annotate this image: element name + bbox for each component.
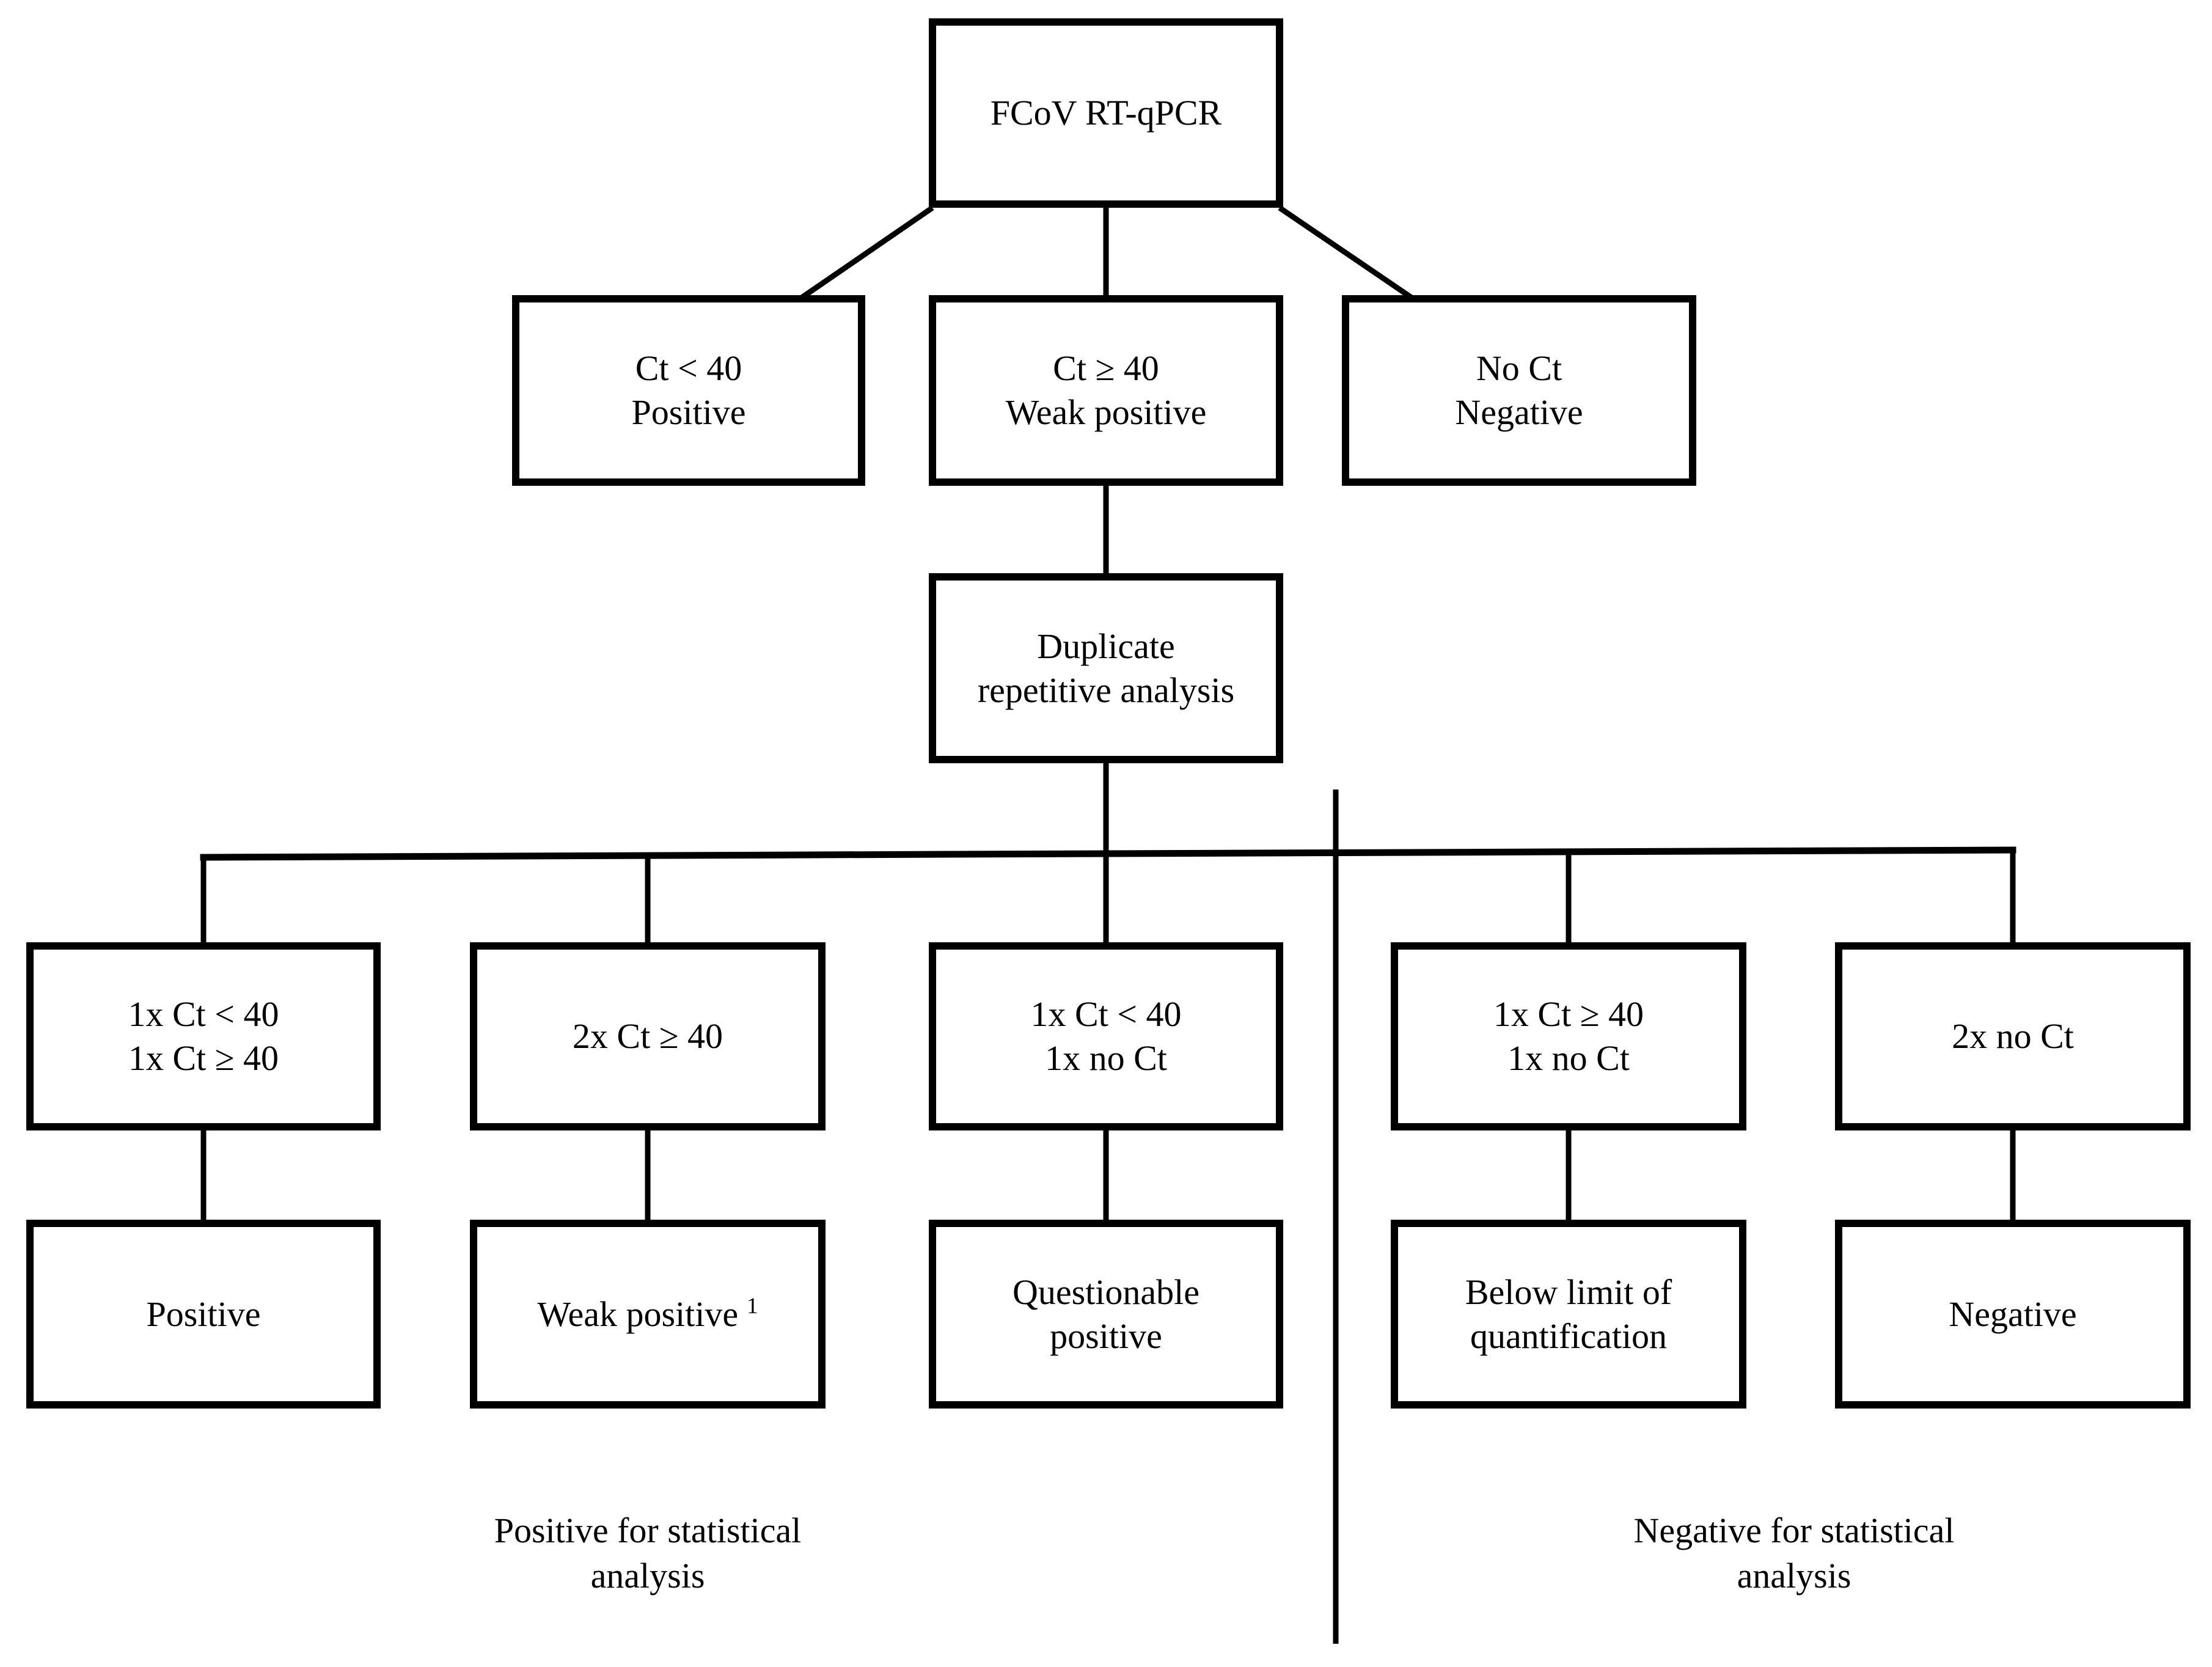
group-label-positive: Positive for statistical analysis — [251, 1508, 1045, 1599]
group-label-negative: Negative for statistical analysis — [1397, 1508, 2191, 1599]
box-label-line: Questionable — [1012, 1272, 1200, 1312]
first-run-box-positive: Ct < 40 Positive — [512, 295, 865, 486]
edge-root-to-positive — [800, 205, 934, 300]
box-label-line: Ct ≥ 40 — [1053, 348, 1159, 388]
duplicate-analysis-box: Duplicate repetitive analysis — [929, 573, 1283, 763]
root-box: FCoV RT-qPCR — [929, 18, 1283, 208]
box-label-line: 2x no Ct — [1952, 1016, 2074, 1056]
repeat-result-box-below-loq: Below limit of quantification — [1391, 1220, 1746, 1409]
first-run-box-weak-positive: Ct ≥ 40 Weak positive — [929, 295, 1283, 486]
caption-line: Positive for statistical — [494, 1511, 802, 1550]
box-label-line: Ct < 40 — [635, 348, 742, 388]
box-label-line: Below limit of — [1465, 1272, 1672, 1312]
box-label-line: repetitive analysis — [977, 670, 1235, 710]
box-label-line: 1x no Ct — [1045, 1038, 1167, 1078]
box-label-line: positive — [1050, 1316, 1162, 1356]
first-run-box-negative: No Ct Negative — [1342, 295, 1696, 486]
repeat-result-box-weak-positive: Weak positive 1 — [470, 1220, 826, 1409]
box-label-line: Negative — [1949, 1294, 2077, 1334]
box-label-line: 1x Ct < 40 — [1030, 994, 1182, 1034]
caption-line: analysis — [590, 1556, 705, 1596]
repeat-condition-box-1: 1x Ct < 40 1x Ct ≥ 40 — [26, 942, 381, 1130]
box-label-line: 1x no Ct — [1507, 1038, 1630, 1078]
edge-root-to-negative — [1278, 205, 1413, 300]
box-label-line: 2x Ct ≥ 40 — [572, 1016, 723, 1056]
box-label-line: No Ct — [1476, 348, 1562, 388]
footnote-marker: 1 — [747, 1294, 758, 1319]
box-label-line: Weak positive — [1005, 392, 1207, 432]
repeat-condition-box-5: 2x no Ct — [1835, 942, 2191, 1130]
box-label-line: quantification — [1470, 1316, 1668, 1356]
caption-line: Negative for statistical — [1633, 1511, 1955, 1550]
repeat-condition-box-2: 2x Ct ≥ 40 — [470, 942, 826, 1130]
box-label-line: Positive — [631, 392, 746, 432]
box-label-line: 1x Ct ≥ 40 — [1493, 994, 1644, 1034]
box-label-line: Weak positive — [537, 1294, 739, 1334]
box-label-line: Negative — [1455, 392, 1583, 432]
repeat-condition-box-3: 1x Ct < 40 1x no Ct — [929, 942, 1283, 1130]
repeat-condition-box-4: 1x Ct ≥ 40 1x no Ct — [1391, 942, 1746, 1130]
repeat-result-box-positive: Positive — [26, 1220, 381, 1409]
box-label-line: Positive — [146, 1294, 261, 1334]
box-label-line: 1x Ct ≥ 40 — [128, 1038, 279, 1078]
repeat-result-box-negative: Negative — [1835, 1220, 2191, 1409]
repeat-result-box-questionable-positive: Questionable positive — [929, 1220, 1283, 1409]
box-label-line: Duplicate — [1037, 626, 1175, 666]
caption-line: analysis — [1737, 1556, 1851, 1596]
box-label-line: 1x Ct < 40 — [128, 994, 279, 1034]
root-box-label: FCoV RT-qPCR — [990, 93, 1222, 133]
